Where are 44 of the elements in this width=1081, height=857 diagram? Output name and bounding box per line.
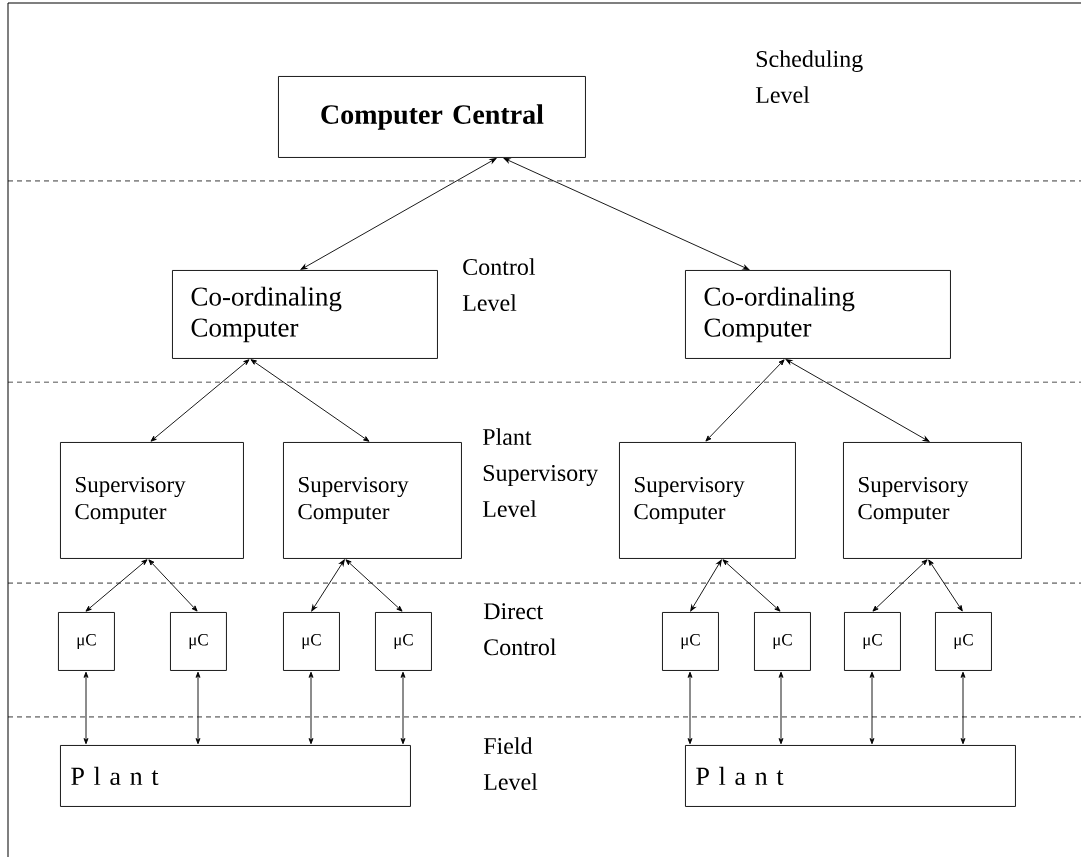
arrow [687, 671, 693, 745]
arrow [345, 559, 403, 612]
level-label: Direct Control [483, 603, 557, 656]
controller-box: μC [662, 612, 719, 671]
arrow [872, 559, 928, 612]
arrow [85, 559, 148, 612]
controller-box: μC [58, 612, 115, 671]
arrow [83, 671, 89, 745]
controller-box: μC [170, 612, 227, 671]
arrow [150, 359, 250, 442]
controller-box: μC [754, 612, 811, 671]
arrow [960, 671, 966, 745]
computer-box: Co-ordinaling Computer [172, 270, 438, 359]
computer-box: Supervisory Computer [60, 442, 244, 559]
arrow [308, 671, 314, 745]
controller-box: μC [844, 612, 901, 671]
controller-box: μC [375, 612, 432, 671]
plant-box: P l a n t [60, 745, 411, 807]
arrow [311, 559, 345, 612]
arrow [778, 671, 784, 745]
arrow [705, 359, 785, 442]
controller-box: μC [283, 612, 340, 671]
arrow [722, 559, 781, 612]
arrow [250, 359, 370, 442]
plant-box: P l a n t [685, 745, 1016, 807]
controller-box: μC [935, 612, 992, 671]
arrow [869, 671, 875, 745]
computer-box: Computer Central [278, 76, 586, 158]
arrow [928, 559, 963, 612]
level-label: Scheduling Level [755, 50, 863, 104]
arrow [400, 671, 406, 745]
arrow [503, 158, 750, 270]
arrow [785, 359, 930, 442]
arrow [300, 158, 497, 270]
level-label: Plant Supervisory Level [482, 428, 599, 518]
level-label: Field Level [483, 737, 538, 791]
computer-box: Supervisory Computer [283, 442, 462, 559]
computer-box: Co-ordinaling Computer [685, 270, 951, 359]
computer-box: Supervisory Computer [619, 442, 796, 559]
arrow [148, 559, 198, 612]
level-label: Control Level [462, 258, 536, 312]
arrow [690, 559, 722, 612]
computer-box: Supervisory Computer [843, 442, 1022, 559]
arrow [195, 671, 201, 745]
